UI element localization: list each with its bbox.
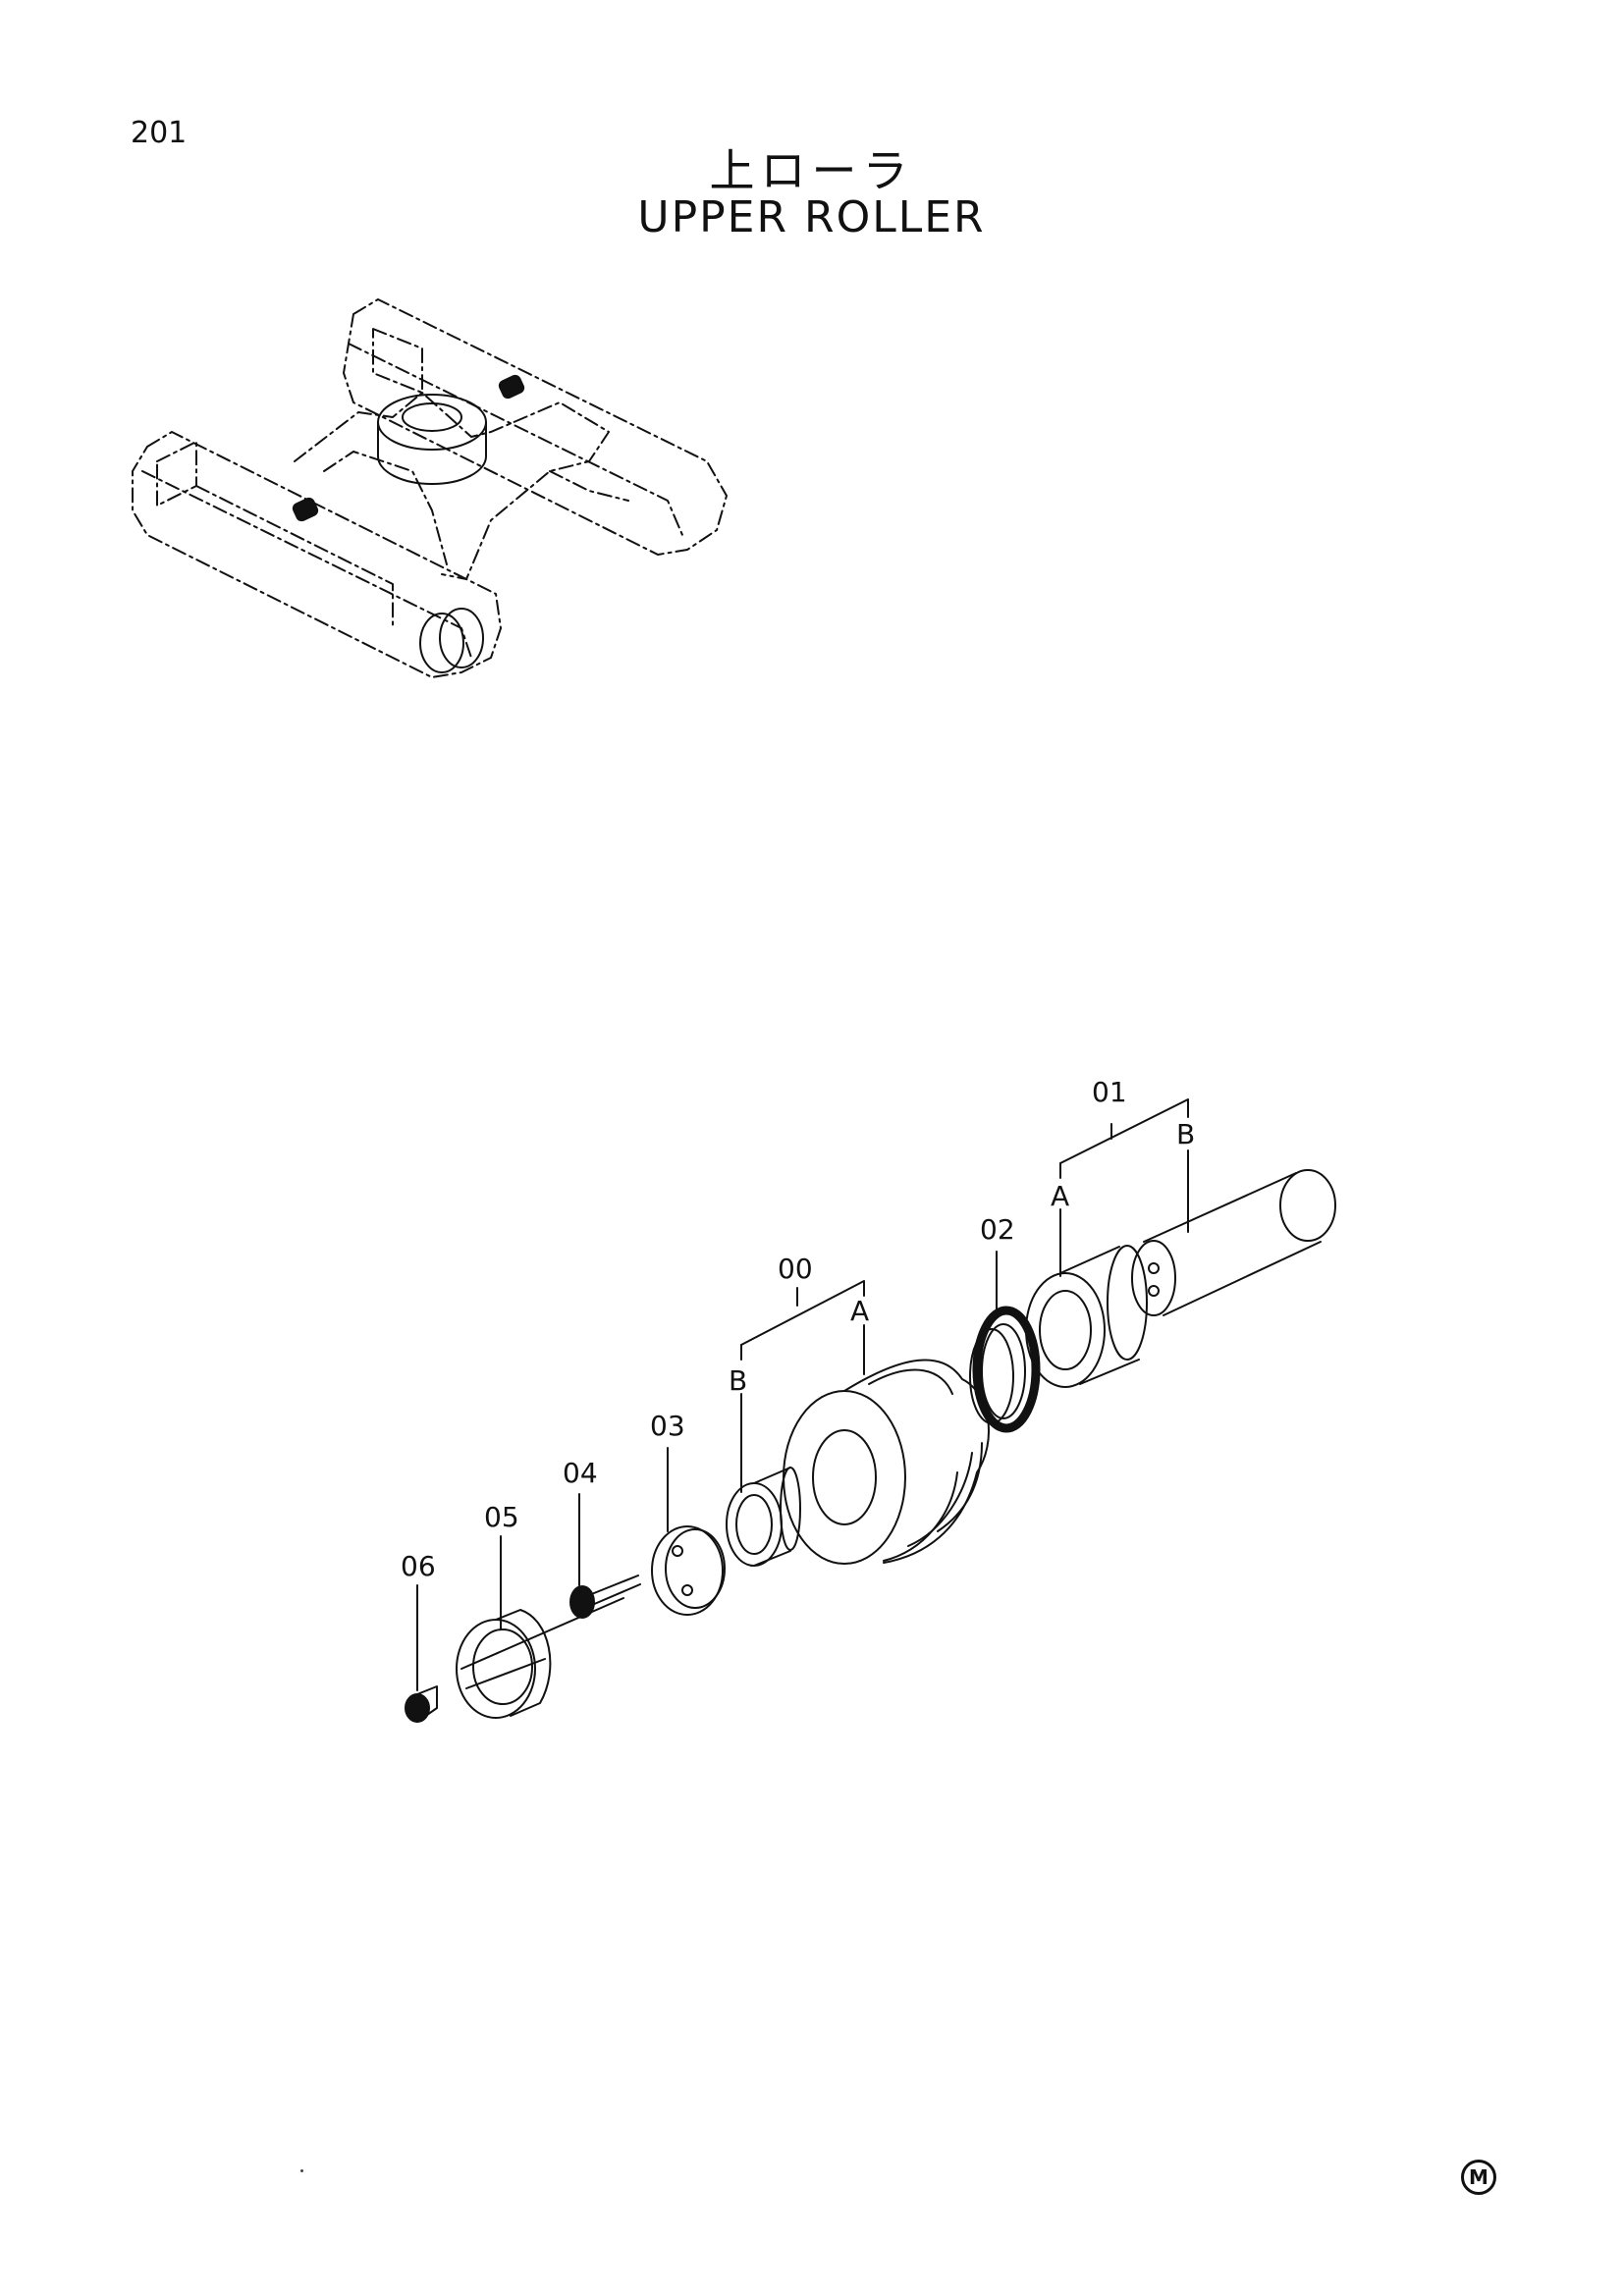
speck: [300, 2169, 303, 2172]
upper-roller-location-marks: [292, 374, 525, 522]
label-02: 02: [980, 1213, 1015, 1246]
label-01-a: A: [1051, 1180, 1069, 1212]
part-03-plate: [651, 1525, 726, 1616]
part-00b-bushing: [726, 1467, 801, 1567]
label-01: 01: [1092, 1076, 1127, 1108]
part-01a-collar: [1025, 1245, 1148, 1388]
label-04: 04: [563, 1457, 598, 1489]
part-02-seal: [969, 1306, 1041, 1433]
label-01-b: B: [1176, 1118, 1195, 1150]
part-04-bolt: [569, 1575, 641, 1619]
part-00a-roller: [783, 1359, 990, 1565]
label-06: 06: [401, 1550, 436, 1582]
label-00-a: A: [850, 1295, 869, 1327]
label-00: 00: [778, 1253, 813, 1285]
page-number: 201: [131, 116, 188, 150]
part-05-cover: [456, 1597, 624, 1719]
center-boss: [377, 394, 487, 485]
label-03: 03: [650, 1410, 685, 1442]
part-01b-shaft: [1131, 1169, 1336, 1316]
title-english: UPPER ROLLER: [637, 192, 986, 242]
label-05: 05: [484, 1501, 519, 1533]
idler-wheel: [419, 608, 484, 673]
m-mark: M: [1461, 2160, 1496, 2195]
track-frame-overview: [132, 298, 728, 678]
part-06-plug: [405, 1685, 438, 1723]
callouts: 01 B A 02 00 A B 03 04 05 06: [401, 1076, 1195, 1582]
title-japanese: 上ローラ: [709, 144, 914, 197]
leader-lines: [416, 1098, 1189, 1691]
label-00-b: B: [729, 1364, 747, 1397]
